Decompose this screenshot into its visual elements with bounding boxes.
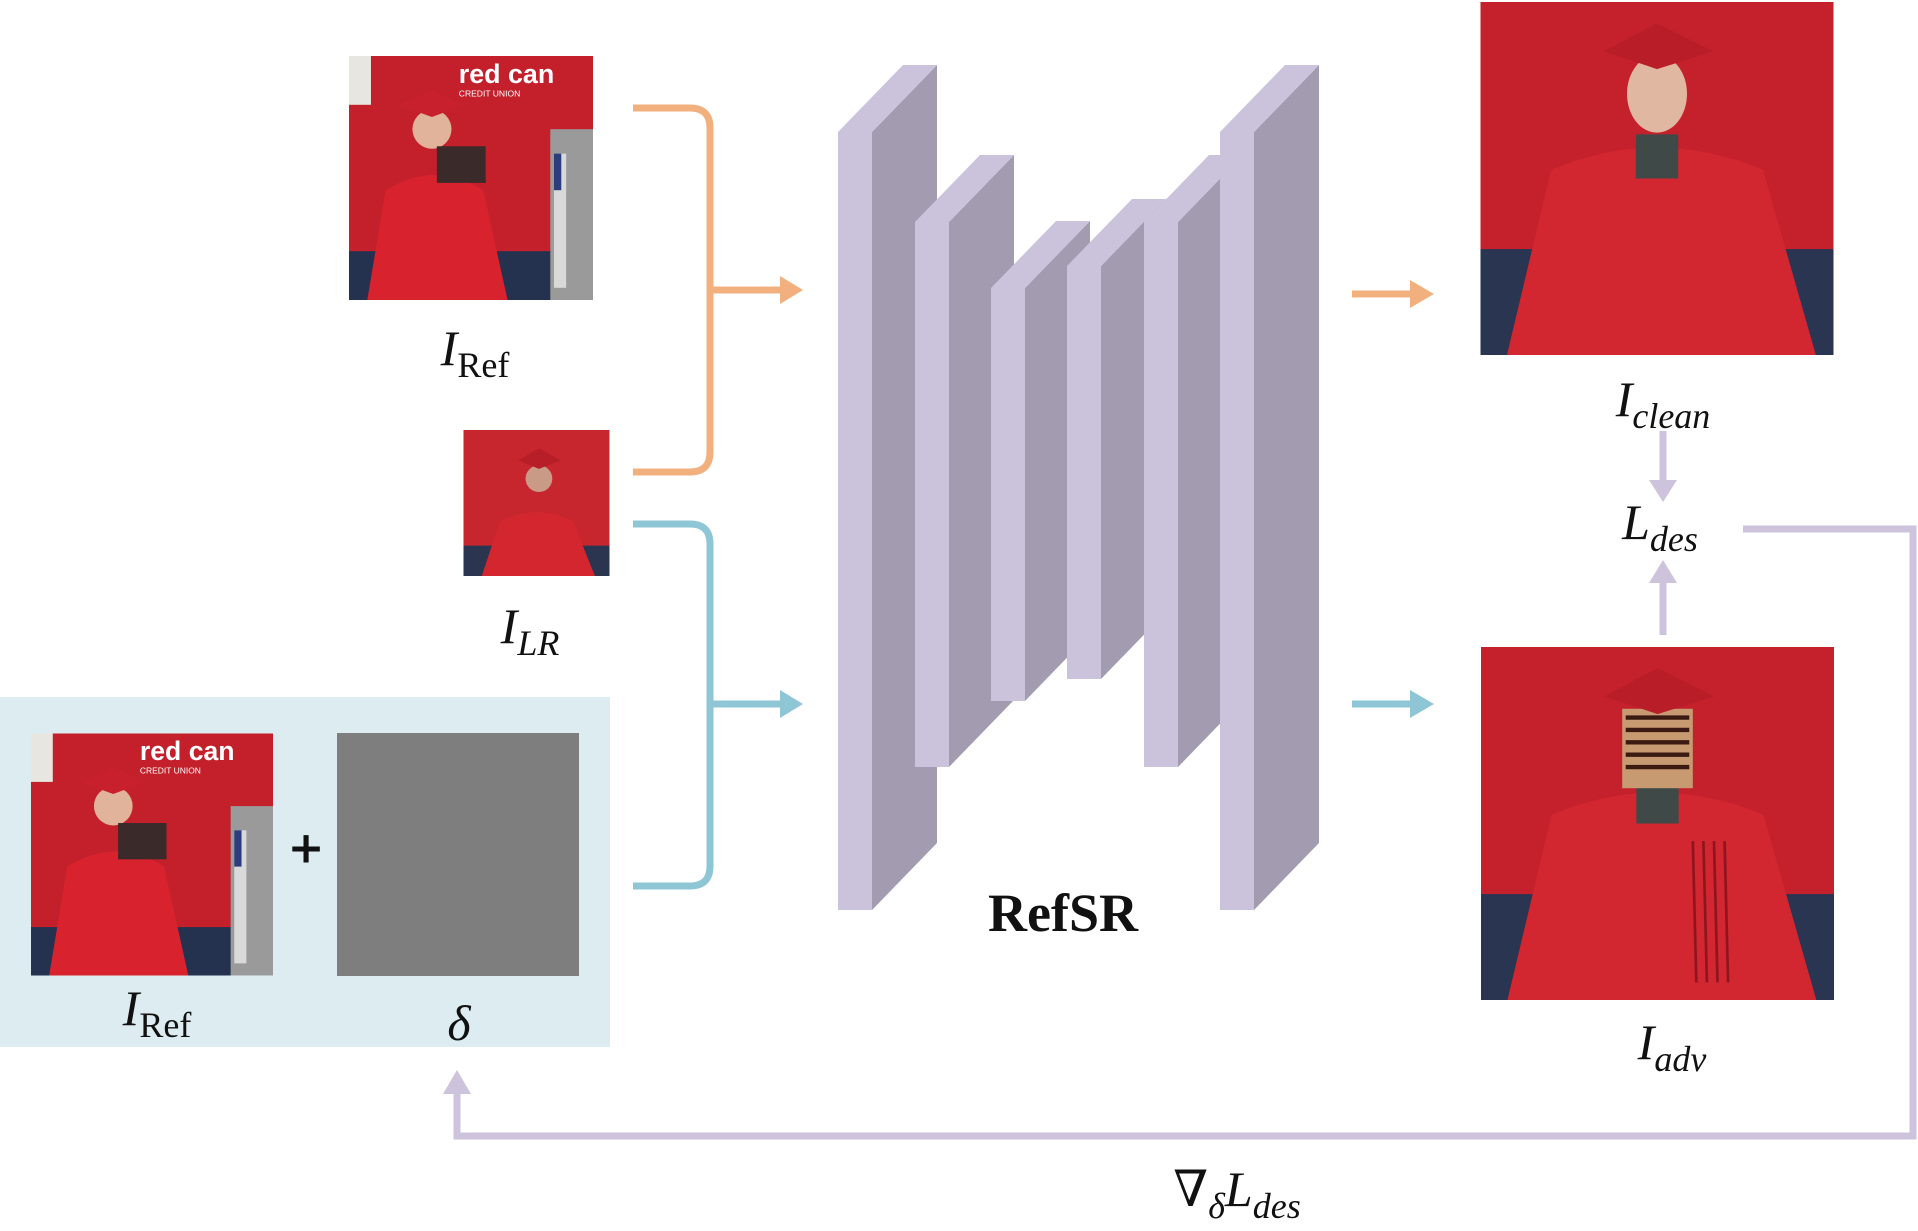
network-layer-6-front — [1220, 132, 1254, 910]
gradient-label: ∇δLdes — [1173, 1161, 1301, 1226]
loss-label: Ldes — [1622, 494, 1698, 559]
network-layer-2-top — [915, 155, 1014, 222]
network-layer-4-top — [1067, 199, 1166, 266]
low-resolution-image — [463, 430, 610, 576]
network-label: RefSR — [988, 883, 1138, 943]
network-layer-1-front — [838, 132, 872, 910]
svg-text:CREDIT UNION: CREDIT UNION — [459, 88, 520, 98]
network-layer-3-top — [991, 221, 1090, 288]
svg-text:red can: red can — [140, 736, 235, 766]
perturbation-label: δ — [447, 995, 471, 1051]
low-resolution-label: ILR — [500, 598, 560, 663]
refsr-network — [838, 65, 1319, 910]
reference-top-label: IRef — [440, 320, 510, 385]
reference-image-top: red can CREDIT UNION — [349, 56, 593, 300]
network-layer-4-front — [1067, 266, 1101, 679]
svg-text:CREDIT UNION: CREDIT UNION — [140, 765, 201, 775]
network-layer-5-front — [1144, 222, 1178, 767]
adversarial-output-image — [1481, 647, 1834, 1000]
clean-to-loss-arrow-head — [1649, 480, 1677, 502]
reference-bracket — [633, 104, 714, 476]
gradient-feedback-arrow-head — [443, 1070, 471, 1094]
gradient-feedback-line — [453, 525, 1917, 1140]
clean-output-label: Iclean — [1615, 371, 1711, 436]
perturbation-noise-image — [337, 733, 579, 976]
network-layer-6-top — [1220, 65, 1319, 132]
network-layer-3-front — [991, 288, 1025, 701]
adv-to-loss-arrow-head — [1649, 560, 1677, 583]
network-layer-5-top — [1144, 155, 1243, 222]
lr-bracket — [633, 520, 714, 890]
plus-sign: + — [287, 822, 325, 874]
adv-output-arrow-head — [1410, 690, 1434, 718]
network-layer-6-side — [1254, 65, 1319, 910]
reference-image-bottom: red can CREDIT UNION — [31, 733, 273, 976]
clean-output-image — [1480, 2, 1834, 355]
lr-arrow-head — [780, 690, 803, 718]
reference-bottom-label: IRef — [122, 980, 192, 1045]
network-layer-2-front — [915, 222, 949, 767]
svg-text:red can: red can — [459, 59, 554, 89]
adversarial-output-label: Iadv — [1637, 1014, 1707, 1079]
reference-arrow-head — [780, 276, 803, 304]
network-layer-1-top — [838, 65, 937, 132]
clean-output-arrow-head — [1410, 280, 1434, 308]
